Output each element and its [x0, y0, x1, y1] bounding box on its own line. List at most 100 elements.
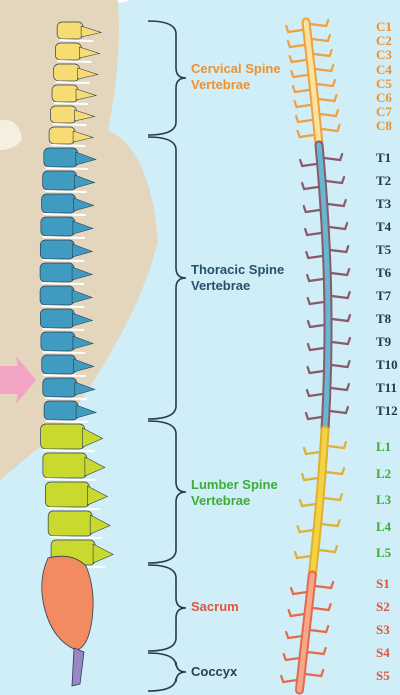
lumbar-nerve-root	[325, 466, 346, 476]
cervical-nerve-root	[291, 84, 311, 94]
vertebra-label-t8: T8	[376, 311, 392, 326]
cervical-nerve-root	[294, 114, 314, 124]
vertebra-label-s2: S2	[376, 599, 390, 614]
thoracic-nerve-root	[330, 313, 352, 323]
lumbar-nerve-root	[317, 544, 339, 554]
thoracic-vertebra	[40, 308, 94, 331]
vertebra-label-t3: T3	[376, 196, 392, 211]
thoracic-vertebra	[43, 400, 98, 423]
thoracic-label: Thoracic Spine Vertebrae	[191, 262, 285, 293]
vertebra-label-s1: S1	[376, 576, 390, 591]
region-bracket	[147, 136, 187, 420]
thoracic-nerve-root	[328, 221, 349, 231]
vertebra-label-c7: C7	[376, 104, 392, 120]
cervical-nerve-root	[286, 39, 306, 49]
vertebra-label-t9: T9	[376, 334, 392, 349]
vertebra-label-t1: T1	[376, 150, 392, 165]
thoracic-nerve-root	[306, 342, 326, 352]
lumbar-nerve-root	[296, 524, 315, 534]
cervical-nerve-root	[290, 69, 309, 79]
thoracic-nerve-root	[306, 296, 325, 306]
sacral-nerve-root	[290, 586, 309, 596]
vertebra-label-t7: T7	[376, 288, 392, 303]
sacral-nerve-root	[304, 668, 325, 678]
cervical-nerve-root	[310, 33, 332, 43]
lumbar-nerve-root	[320, 518, 341, 528]
thoracic-vertebra	[42, 377, 96, 400]
thoracic-nerve-root	[329, 382, 351, 392]
thoracic-nerve-root	[330, 359, 351, 369]
sacral-nerve-root	[311, 602, 332, 612]
cervical-nerve-root	[315, 78, 337, 88]
lumbar-nerve-root	[293, 550, 313, 560]
thoracic-nerve-root	[300, 181, 320, 191]
lumbar-label: Lumber Spine Vertebrae	[191, 477, 278, 508]
lumbar-nerve-root	[298, 498, 318, 508]
thoracic-vertebra	[40, 216, 94, 239]
thoracic-nerve-root	[328, 405, 350, 415]
sacrum-bone	[41, 555, 94, 651]
spine-schematic	[280, 17, 352, 695]
thoracic-vertebra	[40, 331, 94, 354]
cervical-nerve-root	[296, 129, 315, 139]
body-outline	[0, 119, 22, 150]
vertebra-label-s4: S4	[376, 645, 390, 660]
vertebra-label-c1: C1	[376, 19, 392, 34]
thoracic-nerve-root	[324, 175, 346, 185]
thoracic-vertebra	[41, 193, 95, 216]
thoracic-nerve-root	[330, 336, 352, 346]
vertebra-label-l2: L2	[376, 465, 392, 481]
vertebra-label-c2: C2	[376, 33, 392, 49]
thoracic-nerve-root	[306, 273, 325, 283]
vertebra-label-l3: L3	[376, 492, 392, 507]
thoracic-nerve-root	[330, 290, 351, 300]
cervical-vertebra	[50, 105, 96, 126]
vertebra-label-c6: C6	[376, 90, 392, 105]
cervical-vertebra	[51, 84, 98, 105]
region-bracket	[147, 20, 187, 136]
thoracic-nerve-root	[306, 319, 326, 329]
vertebra-label-c4: C4	[376, 61, 392, 77]
region-brackets	[147, 20, 187, 692]
lumbar-vertebra	[42, 452, 106, 481]
thoracic-nerve-root	[299, 158, 318, 168]
cervical-nerve-root	[285, 24, 304, 34]
region-bracket	[147, 652, 187, 692]
cervical-nerve-root	[288, 54, 307, 64]
pointer-arrow	[0, 356, 36, 404]
cervical-vertebra	[56, 21, 103, 42]
coccyx-bone	[71, 647, 85, 687]
sacral-nerve-root	[287, 608, 306, 618]
vertebra-label-t2: T2	[376, 173, 392, 188]
cervical-label: Cervical Spine Vertebrae	[191, 61, 281, 92]
vertebra-label-s5: S5	[376, 668, 390, 683]
cervical-nerve-root	[293, 99, 312, 109]
sacral-nerve-root	[314, 580, 335, 590]
sacrum-label: Sacrum	[191, 599, 239, 614]
lumbar-nerve-root	[326, 440, 348, 450]
thoracic-nerve-root	[304, 227, 323, 237]
coccyx-label: Coccyx	[191, 664, 238, 679]
thoracic-nerve-root	[306, 365, 325, 375]
thoracic-nerve-root	[304, 411, 324, 421]
cervical-nerve-root	[309, 18, 330, 28]
vertebral-column	[39, 21, 114, 687]
cervical-nerve-root	[318, 108, 340, 118]
lumbar-vertebra	[45, 481, 109, 510]
vertebra-label-c5: C5	[376, 75, 392, 91]
vertebra-label-t12: T12	[376, 403, 398, 418]
vertebra-label-t6: T6	[376, 265, 392, 280]
lumbar-vertebra	[47, 510, 111, 539]
vertebra-label-l1: L1	[376, 439, 392, 454]
thoracic-nerve-root	[330, 267, 351, 277]
thoracic-nerve-root	[326, 198, 347, 208]
lumbar-nerve-root	[302, 446, 322, 456]
thoracic-nerve-root	[329, 244, 350, 254]
cervical-vertebra	[55, 42, 101, 63]
region-bracket	[147, 420, 187, 564]
cervical-nerve-root	[317, 93, 338, 103]
lumbar-vertebra	[40, 423, 104, 452]
lumbar-nerve-root	[322, 492, 344, 502]
